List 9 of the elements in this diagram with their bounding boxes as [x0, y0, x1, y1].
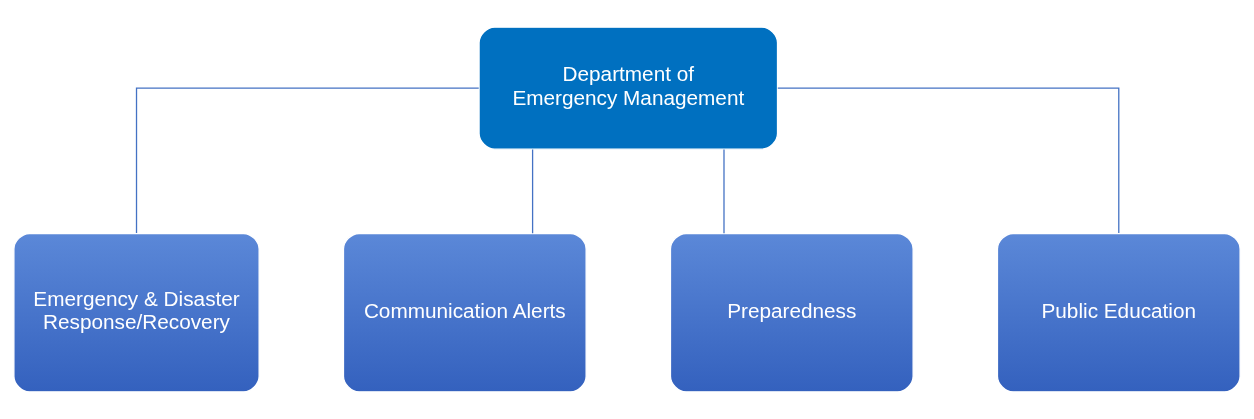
connector	[777, 87, 1120, 234]
node-box: Department of Emergency Management	[478, 26, 779, 150]
node-box: Emergency & Disaster Response/Recovery	[13, 232, 260, 393]
connector	[531, 148, 534, 234]
connector	[135, 87, 480, 234]
node-box: Public Education	[996, 232, 1241, 393]
node-box: Preparedness	[669, 232, 914, 393]
node-box: Communication Alerts	[342, 232, 587, 393]
connector	[723, 148, 725, 234]
